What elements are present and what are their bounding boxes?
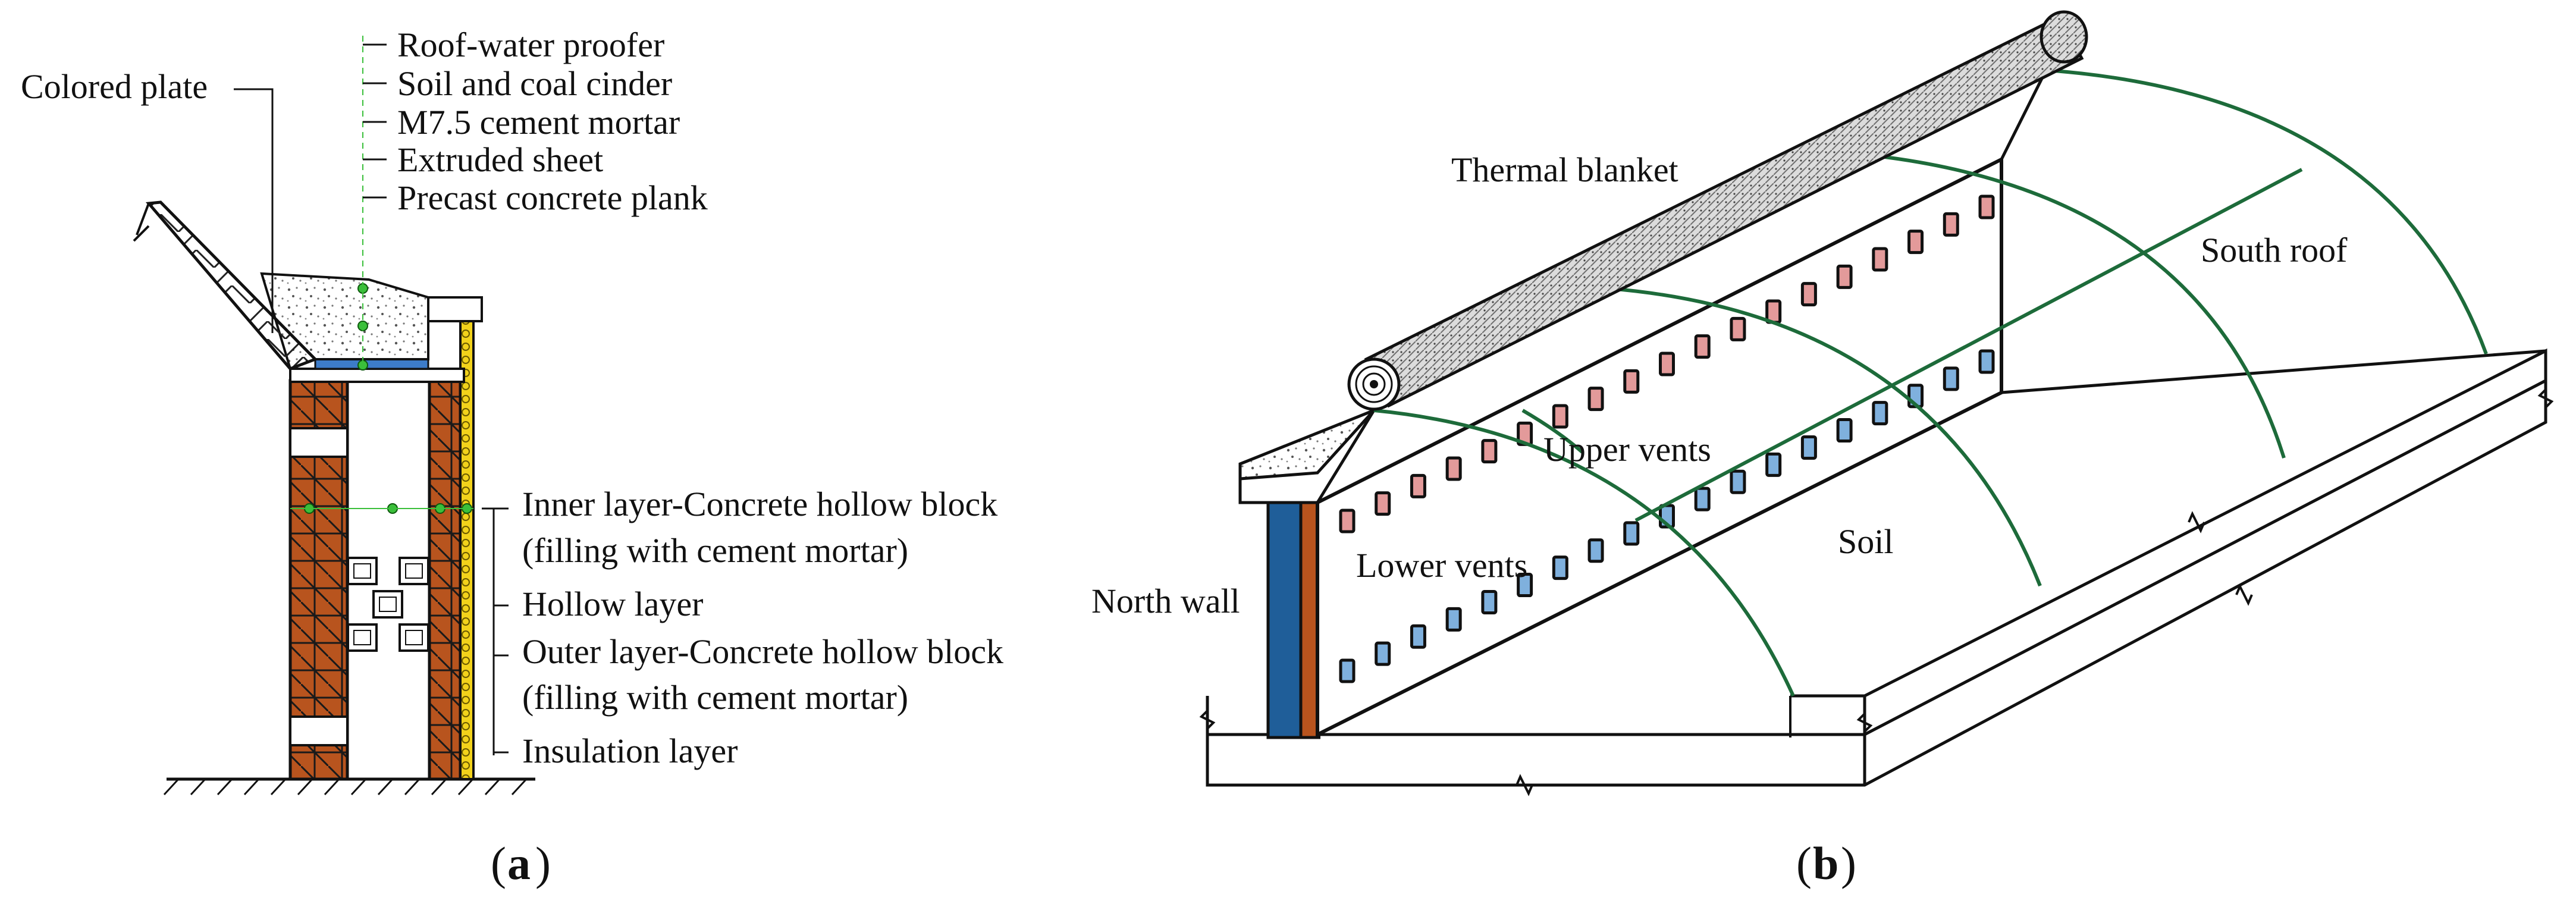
thermal-blanket-label: Thermal blanket xyxy=(1451,150,1678,189)
roof-water-proofer-label: Roof-water proofer xyxy=(397,26,664,64)
panel-b-greenhouse: Thermal blanket South roof Upper vents L… xyxy=(1091,10,2554,889)
upper-vent xyxy=(1694,334,1711,359)
soil-coal-cinder-label: Soil and coal cinder xyxy=(397,64,672,103)
lower-vent xyxy=(1410,624,1426,649)
floor-ledge-back xyxy=(2001,349,2546,394)
break-marks xyxy=(1199,388,2554,796)
lower-vent xyxy=(1445,607,1462,632)
insulation-layer-label: Insulation layer xyxy=(522,732,738,770)
upper-vent xyxy=(1800,282,1817,307)
hollow-layer-blocks xyxy=(347,557,429,652)
north-wall-label: North wall xyxy=(1091,582,1240,620)
upper-vent xyxy=(1587,387,1604,412)
north-wall-brown xyxy=(1299,501,1319,739)
caption-a-close: ) xyxy=(535,837,551,889)
caption-b-open: ( xyxy=(1796,837,1812,889)
north-wall-blue xyxy=(1266,501,1303,739)
cement-mortar-label: M7.5 cement mortar xyxy=(397,103,680,142)
upper-vent xyxy=(1445,456,1462,481)
lower-vents-label: Lower vents xyxy=(1356,546,1527,585)
south-roof-label: South roof xyxy=(2201,231,2348,269)
upper-vents xyxy=(1339,194,1995,533)
upper-vent xyxy=(1552,404,1568,429)
upper-vent xyxy=(1836,264,1853,289)
colored-plate-label: Colored plate xyxy=(21,67,208,106)
precast-plank-label: Precast concrete plank xyxy=(397,178,708,217)
lower-vent xyxy=(1623,521,1640,546)
lower-vent xyxy=(1730,469,1746,494)
roof-purlin-2 xyxy=(1521,409,1583,454)
upper-vent xyxy=(1978,194,1995,219)
upper-vent xyxy=(1872,247,1888,272)
roof-arch-4 xyxy=(2045,68,2488,355)
inner-layer-fill-label: (filling with cement mortar) xyxy=(522,531,908,570)
lower-vent xyxy=(1375,641,1391,666)
lower-vent xyxy=(1552,556,1568,580)
inner-column-gap-2 xyxy=(289,715,349,746)
hollow-layer-label: Hollow layer xyxy=(522,585,703,623)
roof-arch-2 xyxy=(1608,287,2042,587)
lower-vent xyxy=(1694,487,1711,511)
precast-plank xyxy=(289,368,465,383)
upper-vent xyxy=(1730,316,1746,341)
outer-brick-column xyxy=(428,379,462,781)
colored-plate-line xyxy=(133,203,150,242)
upper-vent xyxy=(1410,473,1426,498)
upper-vent xyxy=(1943,212,1959,237)
insulation-strip xyxy=(459,320,475,780)
roof-truss xyxy=(145,200,318,371)
lower-vent xyxy=(1481,589,1498,614)
extruded-sheet-label: Extruded sheet xyxy=(397,140,603,179)
parapet-cap xyxy=(427,296,483,322)
south-roof-arches xyxy=(1373,68,2488,697)
panel-a-wall-section: Colored plate Roof-water proofer Soil an… xyxy=(21,26,1003,889)
lower-vent xyxy=(1587,538,1604,563)
upper-vent xyxy=(1907,230,1924,255)
lower-vent xyxy=(1800,435,1817,460)
upper-vent xyxy=(1623,369,1640,394)
caption-a: ( a ) xyxy=(491,837,551,889)
thermal-blanket-roll xyxy=(1347,10,2088,411)
lower-vent xyxy=(1339,658,1356,683)
inner-layer-label: Inner layer-Concrete hollow block xyxy=(522,485,997,523)
outer-layer-label: Outer layer-Concrete hollow block xyxy=(522,632,1003,671)
upper-vents-label: Upper vents xyxy=(1543,430,1711,469)
upper-vent xyxy=(1481,439,1498,464)
caption-b-letter: b xyxy=(1813,837,1838,889)
inner-column-gap-1 xyxy=(289,427,349,458)
caption-a-open: ( xyxy=(491,837,506,889)
lower-vent xyxy=(1978,349,1995,374)
caption-a-letter: a xyxy=(507,837,531,889)
outer-layer-fill-label: (filling with cement mortar) xyxy=(522,678,908,717)
caption-b-close: ) xyxy=(1841,837,1856,889)
roof-purlin-1 xyxy=(1634,168,2303,522)
lower-vent xyxy=(1765,452,1782,477)
upper-vent xyxy=(1375,491,1391,516)
lower-vent xyxy=(1517,573,1533,598)
lower-vent xyxy=(1943,366,1959,391)
roof-arch-1 xyxy=(1373,409,1795,697)
soil-label: Soil xyxy=(1838,522,1894,561)
floor-ledge-front xyxy=(1790,694,1866,735)
caption-b: ( b ) xyxy=(1796,837,1856,889)
upper-vent xyxy=(1339,509,1356,533)
leader-lines-a xyxy=(234,43,509,755)
ground-hatch xyxy=(163,777,535,796)
lower-vent xyxy=(1836,418,1853,443)
upper-vent xyxy=(1659,351,1675,376)
lower-vent xyxy=(1872,401,1888,426)
extruded-sheet xyxy=(314,358,429,370)
roof-arch-3 xyxy=(1864,153,2286,459)
